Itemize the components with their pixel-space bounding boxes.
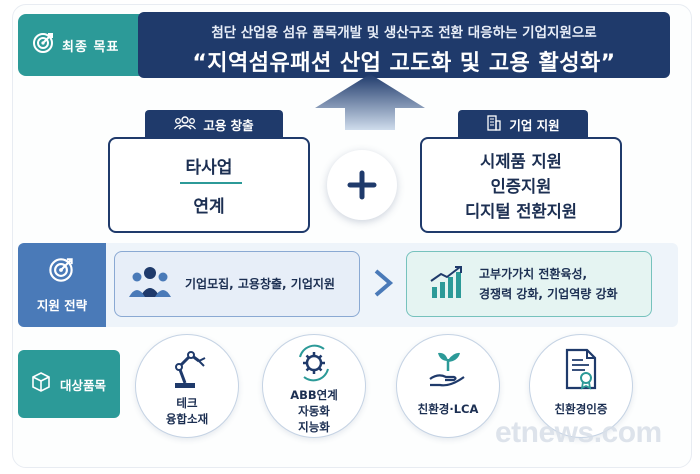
strategy-box-recruit: 기업모집, 고용창출, 기업지원 bbox=[114, 251, 360, 317]
plus-icon bbox=[327, 150, 397, 220]
goal-tab: 최종 목표 bbox=[18, 14, 143, 76]
target-item-line: 친환경인증 bbox=[554, 402, 608, 416]
target-item-automation: ABB연계 자동화 지능화 bbox=[262, 334, 366, 438]
employment-line1: 타사업 bbox=[185, 158, 233, 178]
people-icon bbox=[174, 115, 197, 133]
business-tag: 기업 지원 bbox=[458, 110, 588, 138]
target-item-tech-material: 테크 융합소재 bbox=[135, 334, 239, 438]
chevron-right-icon bbox=[374, 269, 394, 297]
business-line: 디지털 전환지원 bbox=[464, 202, 577, 221]
goal-title: “지역섬유패션 산업 고도화 및 고용 활성화” bbox=[192, 51, 616, 76]
target-item-line: ABB연계 bbox=[290, 388, 338, 402]
cube-icon bbox=[30, 371, 52, 397]
targets-tab: 대상품목 bbox=[18, 350, 120, 418]
employment-tag: 고용 창출 bbox=[145, 110, 283, 138]
target-item-line: 지능화 bbox=[298, 420, 330, 434]
watermark: etnews.com bbox=[495, 416, 662, 449]
growth-chart-icon bbox=[429, 265, 465, 303]
target-item-line: 친환경·LCA bbox=[417, 402, 479, 416]
gear-cycle-icon bbox=[294, 343, 334, 387]
business-card: 시제품 지원 인증지원 디지털 전환지원 bbox=[420, 137, 622, 233]
goal-box: 첨단 산업용 섬유 품목개발 및 생산구조 전환 대응하는 기업지원으로 “지역… bbox=[138, 12, 670, 78]
divider bbox=[180, 182, 242, 184]
strategy-box2-line: 고부가가치 전환육성, bbox=[479, 267, 588, 281]
goal-tab-label: 최종 목표 bbox=[62, 39, 120, 55]
up-arrow-icon bbox=[315, 74, 425, 130]
target-item-line: 자동화 bbox=[298, 404, 330, 418]
business-line: 시제품 지원 bbox=[480, 152, 562, 171]
group-icon bbox=[129, 265, 171, 303]
strategy-box2-line: 경쟁력 강화, 기업역량 강화 bbox=[479, 287, 618, 301]
building-icon bbox=[486, 114, 502, 134]
target-item-line: 융합소재 bbox=[165, 412, 209, 426]
target-item-eco-cert: 친환경인증 bbox=[529, 334, 633, 438]
hand-plant-icon bbox=[426, 347, 470, 395]
business-line: 인증지원 bbox=[490, 177, 552, 196]
robot-arm-icon bbox=[165, 347, 209, 395]
strategy-tab-label: 지원 전략 bbox=[36, 298, 88, 313]
certificate-icon bbox=[559, 347, 603, 395]
employment-tag-label: 고용 창출 bbox=[203, 117, 254, 133]
strategy-tab: 지원 전략 bbox=[18, 243, 106, 327]
strategy-box1-text: 기업모집, 고용창출, 기업지원 bbox=[185, 277, 335, 291]
business-tag-label: 기업 지원 bbox=[509, 117, 560, 133]
employment-card: 타사업 연계 bbox=[108, 137, 310, 233]
employment-line2: 연계 bbox=[193, 197, 225, 217]
strategy-box-growth: 고부가가치 전환육성, 경쟁력 강화, 기업역량 강화 bbox=[406, 251, 652, 317]
target-item-eco-lca: 친환경·LCA bbox=[396, 334, 500, 438]
target-item-line: 테크 bbox=[176, 396, 198, 410]
target-icon bbox=[32, 32, 54, 58]
goal-subtitle: 첨단 산업용 섬유 품목개발 및 생산구조 전환 대응하는 기업지원으로 bbox=[211, 25, 597, 41]
targets-tab-label: 대상품목 bbox=[60, 377, 107, 393]
target-icon bbox=[48, 257, 74, 287]
